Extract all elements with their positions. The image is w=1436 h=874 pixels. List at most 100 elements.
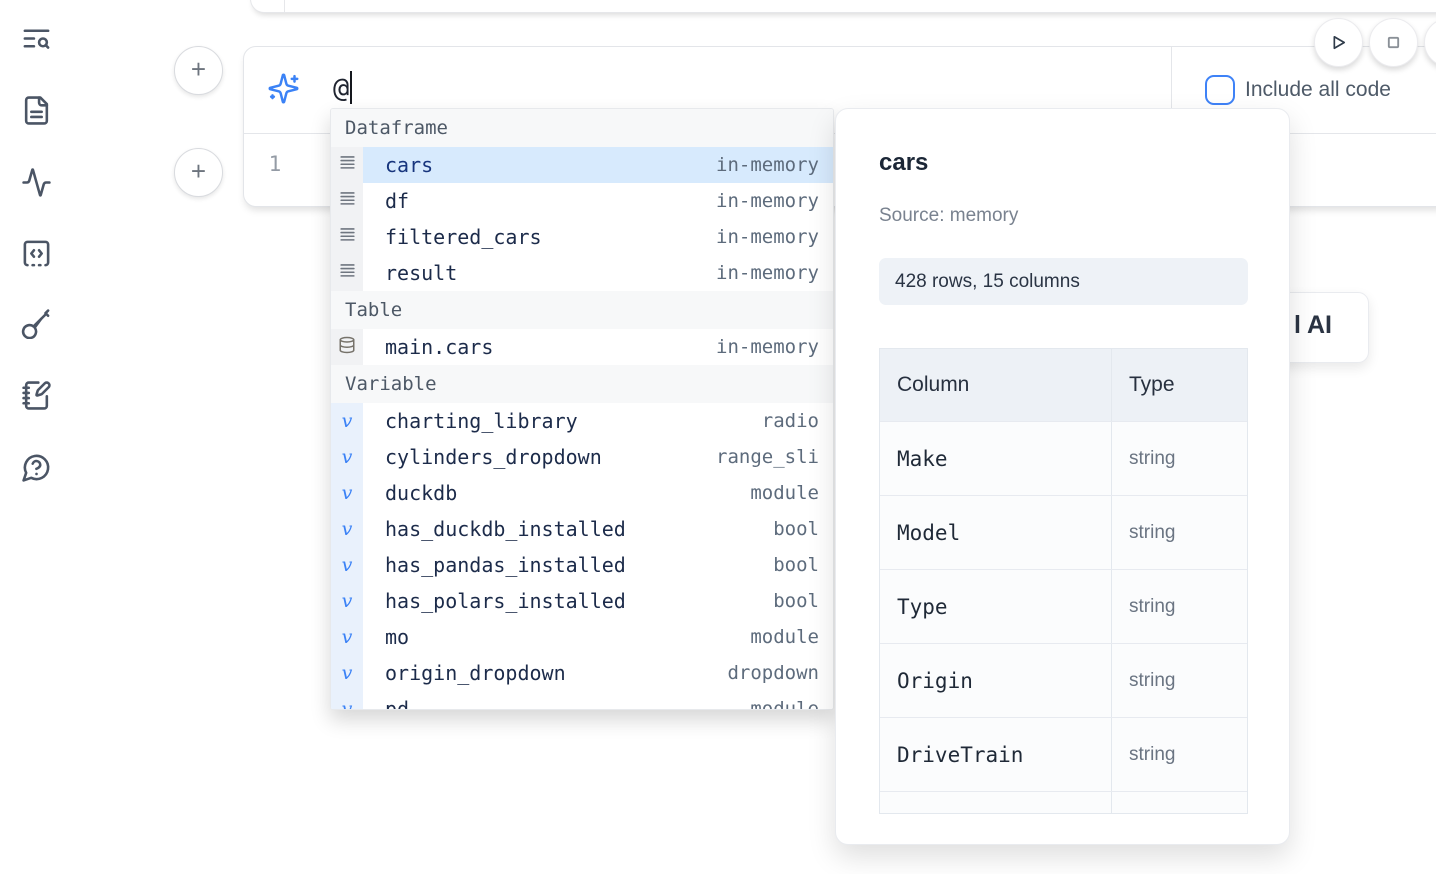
item-icon-gutter — [331, 255, 363, 291]
stop-icon — [1387, 36, 1400, 49]
item-name: has_polars_installed — [385, 589, 626, 613]
autocomplete-item[interactable]: df in-memory — [331, 183, 833, 219]
file-text-icon[interactable] — [19, 93, 53, 127]
dataframe-rows-icon — [338, 189, 357, 213]
item-icon-gutter: v — [331, 511, 363, 547]
item-name: filtered_cars — [385, 225, 542, 249]
item-icon-gutter: v — [331, 439, 363, 475]
autocomplete-section-header: Variable — [331, 365, 833, 403]
item-detail: bool — [773, 590, 819, 612]
item-name: df — [385, 189, 410, 213]
schema-row: Make string — [880, 421, 1247, 495]
item-icon-gutter: v — [331, 619, 363, 655]
item-icon-gutter — [331, 329, 363, 365]
variable-icon: v — [341, 698, 353, 710]
item-detail: in-memory — [716, 154, 819, 176]
item-name: has_duckdb_installed — [385, 517, 626, 541]
item-body: has_duckdb_installed bool — [363, 511, 833, 547]
item-detail: in-memory — [716, 336, 819, 358]
play-icon — [1333, 35, 1346, 50]
autocomplete-item[interactable]: v origin_dropdown dropdown — [331, 655, 833, 691]
column-name: Model — [897, 520, 961, 545]
include-all-code-label: Include all code — [1245, 78, 1391, 101]
include-all-code-checkbox[interactable] — [1205, 75, 1235, 105]
item-name: duckdb — [385, 481, 458, 505]
stop-cell-button[interactable] — [1369, 18, 1418, 67]
sparkles-icon — [267, 72, 300, 105]
column-name: Origin — [897, 668, 973, 693]
schema-row-partial — [880, 791, 1247, 813]
item-detail: in-memory — [716, 262, 819, 284]
item-icon-gutter — [331, 183, 363, 219]
code-square-icon[interactable] — [19, 236, 53, 270]
column-name: DriveTrain — [897, 742, 1024, 767]
item-icon-gutter — [331, 147, 363, 183]
autocomplete-item[interactable]: cars in-memory — [331, 147, 833, 183]
variable-icon: v — [341, 410, 353, 432]
schema-row: Model string — [880, 495, 1247, 569]
text-search-icon[interactable] — [19, 21, 53, 55]
autocomplete-item[interactable]: v has_duckdb_installed bool — [331, 511, 833, 547]
autocomplete-item[interactable]: v charting_library radio — [331, 403, 833, 439]
item-name: result — [385, 261, 458, 285]
item-detail: radio — [761, 410, 819, 432]
item-detail: dropdown — [727, 662, 819, 684]
item-icon-gutter: v — [331, 655, 363, 691]
run-cell-button[interactable] — [1314, 18, 1363, 67]
item-detail: bool — [773, 554, 819, 576]
item-name: charting_library — [385, 409, 578, 433]
item-icon-gutter: v — [331, 547, 363, 583]
item-detail: bool — [773, 518, 819, 540]
help-chat-icon[interactable] — [19, 450, 53, 484]
column-type: string — [1129, 447, 1176, 469]
type-header: Type — [1129, 373, 1175, 396]
item-icon-gutter: v — [331, 475, 363, 511]
column-type: string — [1129, 521, 1176, 543]
ai-prompt-input[interactable]: @ — [333, 73, 350, 104]
column-name: Make — [897, 446, 948, 471]
add-cell-button-top[interactable]: + — [174, 46, 223, 95]
item-body: charting_library radio — [363, 403, 833, 439]
autocomplete-item[interactable]: v duckdb module — [331, 475, 833, 511]
item-detail: in-memory — [716, 190, 819, 212]
item-icon-gutter: v — [331, 691, 363, 710]
autocomplete-item[interactable]: result in-memory — [331, 255, 833, 291]
item-name: cars — [385, 153, 434, 177]
line-number: 1 — [268, 152, 282, 176]
item-detail: range_sli — [716, 446, 819, 468]
variable-icon: v — [341, 446, 353, 468]
dataframe-rows-icon — [338, 153, 357, 177]
item-detail: module — [750, 626, 819, 648]
column-type: string — [1129, 595, 1176, 617]
previous-cell-edge — [250, 0, 1436, 13]
activity-icon[interactable] — [19, 165, 53, 199]
item-name: origin_dropdown — [385, 661, 566, 685]
preview-title: cars — [879, 149, 929, 176]
item-body: origin_dropdown dropdown — [363, 655, 833, 691]
variable-icon: v — [341, 482, 353, 504]
key-icon[interactable] — [19, 306, 53, 340]
preview-shape-badge: 428 rows, 15 columns — [879, 258, 1248, 305]
item-body: result in-memory — [363, 255, 833, 291]
item-detail: module — [750, 482, 819, 504]
add-cell-button-bottom[interactable]: + — [174, 148, 223, 197]
notebook-pen-icon[interactable] — [19, 378, 53, 412]
